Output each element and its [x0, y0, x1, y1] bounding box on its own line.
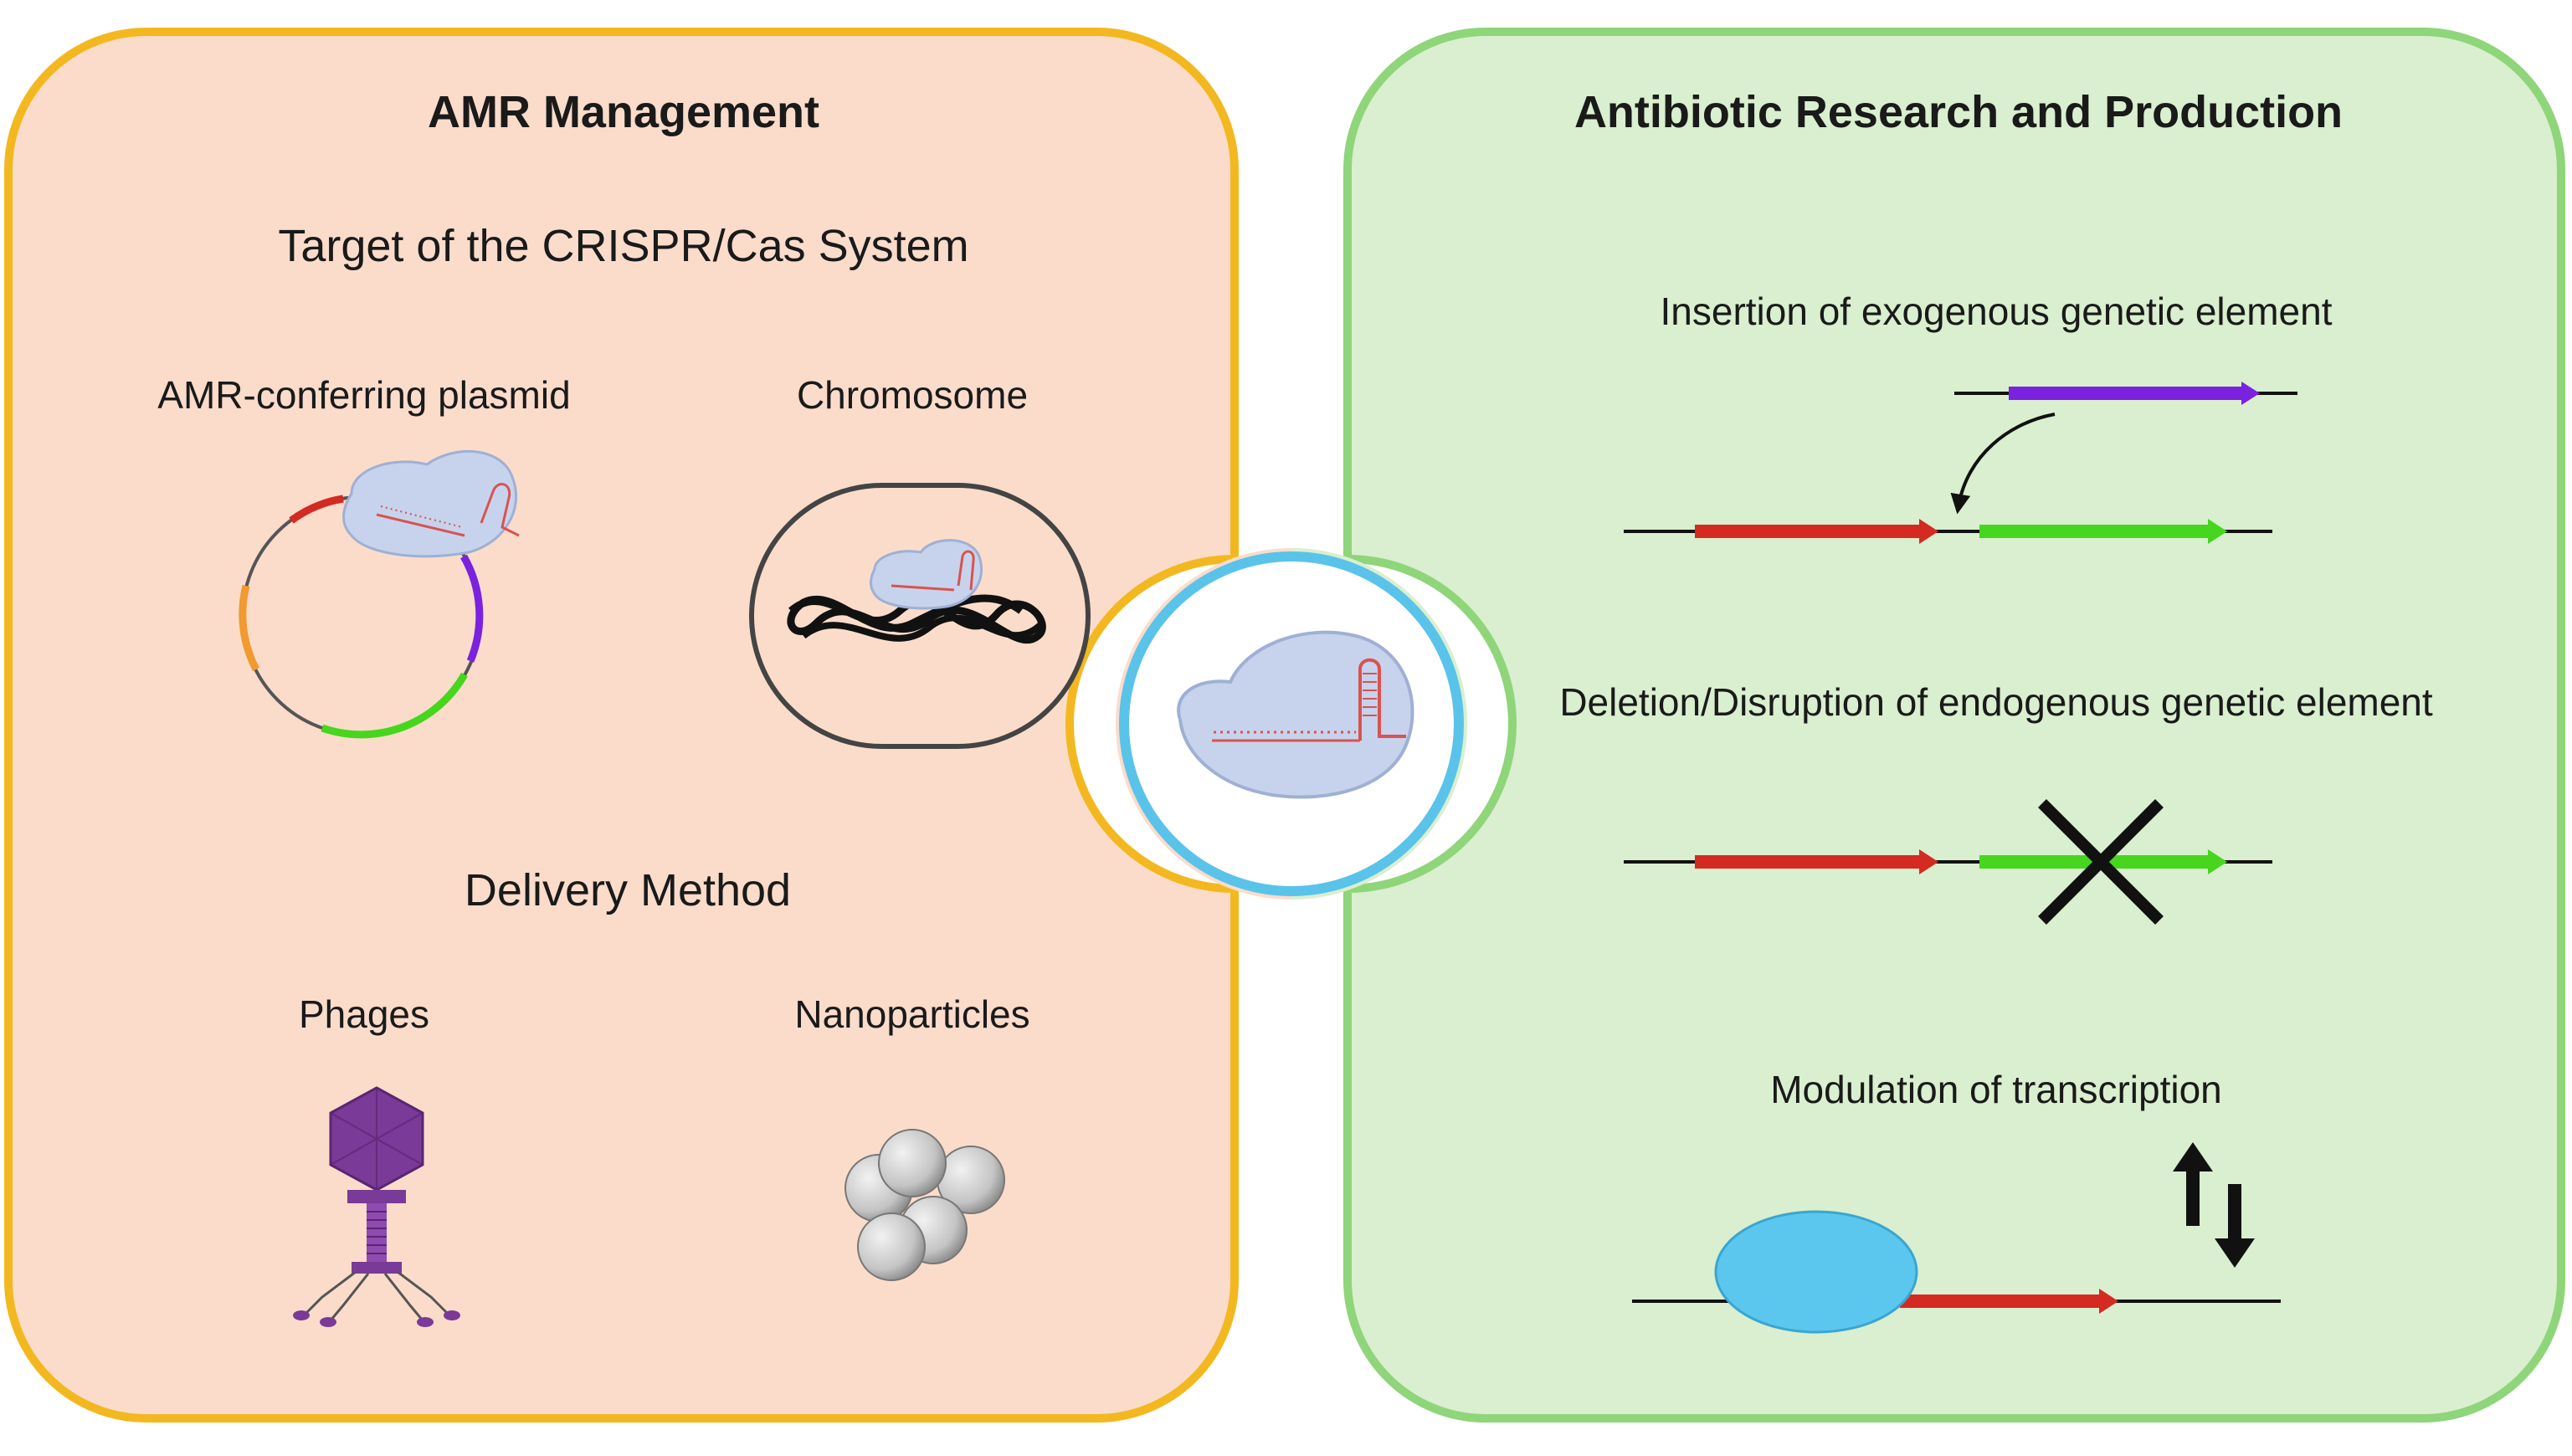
cas9-on-plasmid-icon [342, 449, 520, 558]
target-heading: Target of the CRISPR/Cas System [278, 221, 968, 271]
nanoparticles-label: Nanoparticles [794, 992, 1029, 1036]
promoter-blob-icon [1714, 1210, 1918, 1334]
chromosome-cell-icon [749, 483, 1091, 749]
deletion-diagram [1624, 799, 2272, 925]
plasmid-label: AMR-conferring plasmid [157, 373, 570, 417]
chromosome-label: Chromosome [797, 373, 1028, 417]
phage-icon [293, 1086, 460, 1327]
plasmid-icon [239, 449, 520, 739]
modulation-diagram [1632, 1142, 2281, 1334]
delivery-heading: Delivery Method [465, 865, 791, 915]
insertion-diagram [1624, 382, 2297, 544]
right-panel-box [1343, 28, 2565, 1423]
left-panel-title: AMR Management [428, 87, 819, 137]
disruption-x-icon [2038, 799, 2164, 925]
phages-label: Phages [299, 992, 429, 1036]
up-down-arrows-icon [2173, 1142, 2255, 1268]
right-panel: Antibiotic Research and Production Inser… [1343, 28, 2565, 1423]
left-panel: AMR Management Target of the CRISPR/Cas … [4, 28, 1239, 1423]
nanoparticles-icon [844, 1129, 1005, 1281]
insertion-label: Insertion of exogenous genetic element [1661, 290, 2333, 333]
modulation-label: Modulation of transcription [1770, 1068, 2222, 1111]
cas9-center-icon [1177, 630, 1414, 799]
cas9-on-chromosome-icon [870, 539, 983, 610]
center-cas9-badge [1116, 548, 1467, 900]
deletion-label: Deletion/Disruption of endogenous geneti… [1559, 680, 2433, 724]
right-panel-title: Antibiotic Research and Production [1574, 87, 2343, 137]
